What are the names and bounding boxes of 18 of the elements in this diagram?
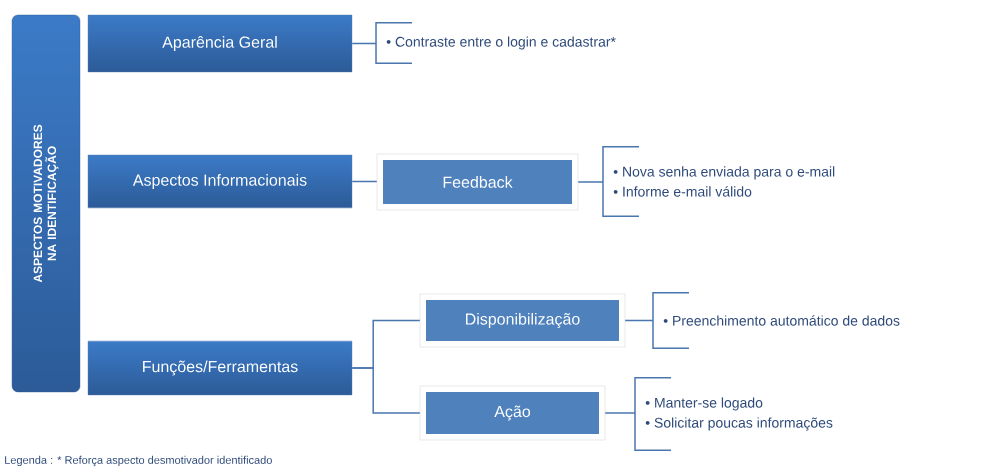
subcategory-box: Disponibilização xyxy=(419,293,626,348)
bracket-list: • Contraste entre o login e cadastrar* xyxy=(375,22,616,64)
connector-line xyxy=(604,412,636,414)
connector-line xyxy=(351,180,378,183)
legend-note: Legenda : * Reforça aspecto desmotivador identificado xyxy=(5,455,272,467)
connector-line xyxy=(351,42,377,45)
bracket-list: • Manter-se logado • Solicitar poucas informações xyxy=(634,377,833,451)
category-box: Aspectos Informacionais xyxy=(87,154,353,209)
connector-line xyxy=(351,367,421,414)
category-box: Aparência Geral xyxy=(87,14,353,73)
bracket-list: • Preenchimento automático de dados xyxy=(652,292,900,349)
connector-line xyxy=(624,319,654,322)
subcategory-box: Ação xyxy=(419,385,606,441)
category-box: ASPECTOS MOTIVADORES NA IDENTIFICAÇÃO xyxy=(11,14,81,393)
category-box: Funções/Ferramentas xyxy=(87,340,353,396)
subcategory-box: Feedback xyxy=(376,153,579,211)
connector-line xyxy=(577,181,604,183)
bracket-list: • Nova senha enviada para o e-mail • Informe e-mail válido xyxy=(602,146,835,217)
